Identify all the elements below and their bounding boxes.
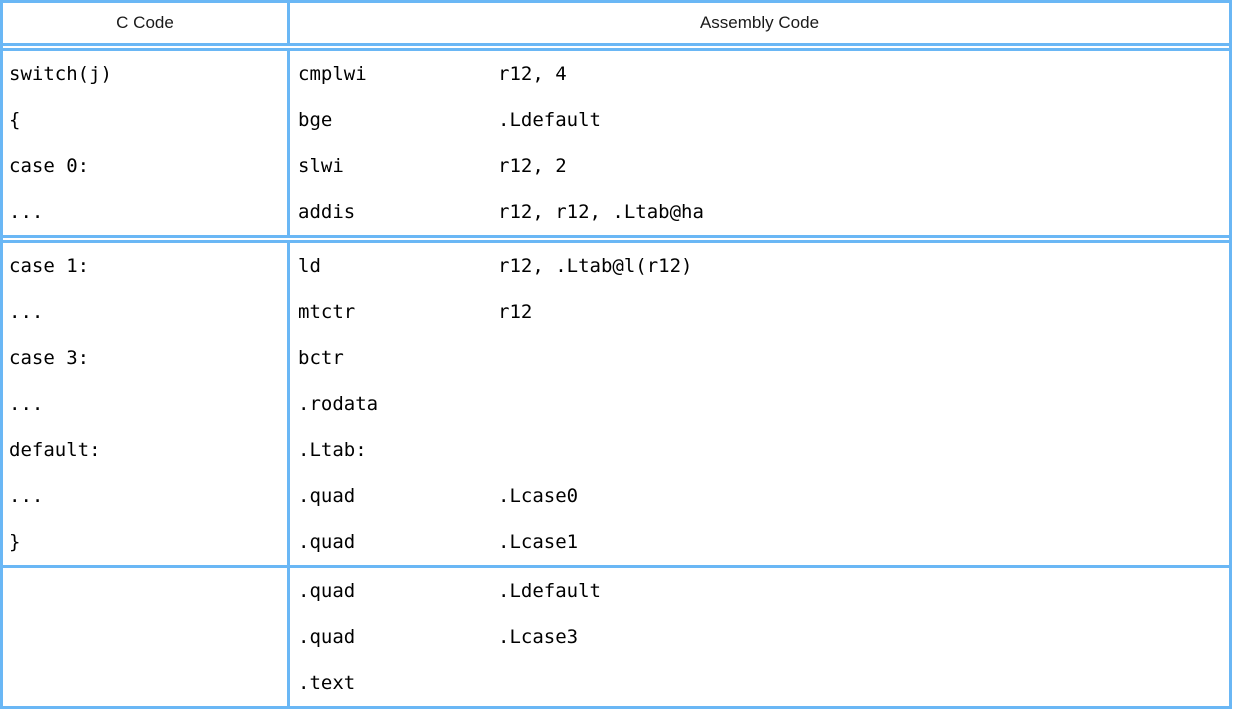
assembly-code-cell: bge .Ldefault	[288, 97, 1231, 143]
table-row: switch(j) cmplwi r12, 4	[1, 51, 1231, 97]
assembly-code-cell: cmplwi r12, 4	[288, 51, 1231, 97]
assembly-mnemonic: mtctr	[298, 301, 356, 323]
assembly-mnemonic: bge	[298, 109, 333, 131]
assembly-code-cell: bctr	[288, 335, 1231, 381]
assembly-operands: r12, 2	[498, 155, 567, 177]
section-separator-single	[1, 565, 1231, 568]
table-row: ... .quad .Lcase0	[1, 473, 1231, 519]
table-row: ... .rodata	[1, 381, 1231, 427]
header-row: C Code Assembly Code	[1, 1, 1231, 43]
separator-line	[1, 565, 1231, 568]
table-row: ... mtctr r12	[1, 289, 1231, 335]
c-code-cell	[1, 660, 290, 708]
assembly-code-cell: .Ltab:	[288, 427, 1231, 473]
separator-line	[1, 235, 1231, 243]
table-body: switch(j) cmplwi r12, 4 { bge .Ldefault case 0…	[1, 43, 1231, 708]
assembly-code-cell: slwi r12, 2	[288, 143, 1231, 189]
table-row: case 0: slwi r12, 2	[1, 143, 1231, 189]
assembly-operands: .Lcase0	[498, 485, 579, 507]
assembly-mnemonic: .Ltab:	[298, 439, 367, 461]
column-header-assembly-code: Assembly Code	[288, 1, 1231, 43]
assembly-operands: .Ldefault	[498, 109, 601, 131]
c-code-cell: ...	[1, 289, 290, 335]
c-code-cell: ...	[1, 189, 290, 235]
assembly-code-cell: .text	[288, 660, 1231, 708]
assembly-mnemonic: bctr	[298, 347, 344, 369]
table-row: } .quad .Lcase1	[1, 519, 1231, 565]
assembly-mnemonic: slwi	[298, 155, 344, 177]
table-row: .text	[1, 660, 1231, 708]
table-row: .quad .Lcase3	[1, 614, 1231, 660]
section-separator-double	[1, 43, 1231, 51]
assembly-operands: .Lcase3	[498, 626, 579, 648]
assembly-mnemonic: .quad	[298, 485, 356, 507]
c-code-cell: {	[1, 97, 290, 143]
c-code-cell: }	[1, 519, 290, 565]
assembly-operands: .Lcase1	[498, 531, 579, 553]
assembly-mnemonic: .text	[298, 672, 356, 694]
c-code-cell	[1, 614, 290, 660]
c-code-cell: case 0:	[1, 143, 290, 189]
c-code-cell: case 1:	[1, 243, 290, 289]
assembly-mnemonic: addis	[298, 201, 356, 223]
assembly-code-cell: mtctr r12	[288, 289, 1231, 335]
assembly-operands: .Ldefault	[498, 580, 601, 602]
table-row: .quad .Ldefault	[1, 568, 1231, 614]
assembly-operands: r12, .Ltab@l(r12)	[498, 255, 693, 277]
c-code-cell	[1, 568, 290, 614]
table-row: ... addis r12, r12, .Ltab@ha	[1, 189, 1231, 235]
assembly-code-cell: .quad .Lcase3	[288, 614, 1231, 660]
separator-line	[1, 43, 1231, 51]
assembly-operands: r12, 4	[498, 63, 567, 85]
table-row: case 3: bctr	[1, 335, 1231, 381]
c-code-cell: case 3:	[1, 335, 290, 381]
assembly-mnemonic: .quad	[298, 531, 356, 553]
assembly-code-cell: .quad .Ldefault	[288, 568, 1231, 614]
assembly-mnemonic: .rodata	[298, 393, 379, 415]
assembly-mnemonic: ld	[298, 255, 321, 277]
c-code-cell: switch(j)	[1, 51, 290, 97]
column-header-c-code: C Code	[1, 1, 290, 43]
assembly-code-cell: .quad .Lcase0	[288, 473, 1231, 519]
table-row: case 1: ld r12, .Ltab@l(r12)	[1, 243, 1231, 289]
assembly-code-cell: .rodata	[288, 381, 1231, 427]
assembly-mnemonic: cmplwi	[298, 63, 367, 85]
c-code-cell: default:	[1, 427, 290, 473]
assembly-code-cell: .quad .Lcase1	[288, 519, 1231, 565]
c-code-cell: ...	[1, 473, 290, 519]
assembly-operands: r12, r12, .Ltab@ha	[498, 201, 704, 223]
assembly-mnemonic: .quad	[298, 580, 356, 602]
assembly-operands: r12	[498, 301, 533, 323]
table-header: C Code Assembly Code	[1, 1, 1231, 43]
section-separator-double	[1, 235, 1231, 243]
assembly-code-cell: ld r12, .Ltab@l(r12)	[288, 243, 1231, 289]
assembly-mnemonic: .quad	[298, 626, 356, 648]
c-code-cell: ...	[1, 381, 290, 427]
assembly-code-cell: addis r12, r12, .Ltab@ha	[288, 189, 1231, 235]
table-row: { bge .Ldefault	[1, 97, 1231, 143]
table-row: default: .Ltab:	[1, 427, 1231, 473]
